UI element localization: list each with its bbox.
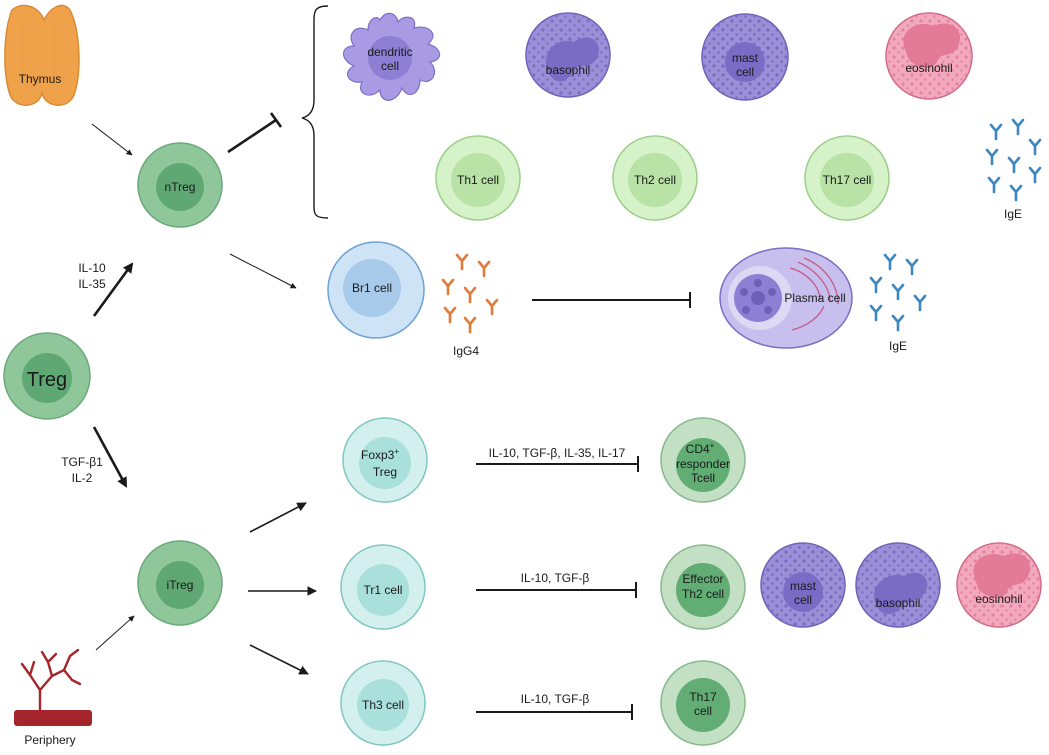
mast-top-label-1: mast xyxy=(732,51,759,65)
eosinophil-top-label: eosinohil xyxy=(905,61,952,75)
foxp3-superscript: + xyxy=(394,447,399,456)
ntreg-cytokine-2: IL-35 xyxy=(78,277,106,291)
eosinophil-bottom-label: eosinohil xyxy=(975,592,1022,606)
itreg-cytokine-1: TGF-β1 xyxy=(61,455,103,469)
ntreg-cell xyxy=(137,142,223,228)
mast-bottom-label-1: mast xyxy=(790,579,817,593)
thymus-label: Thymus xyxy=(19,72,62,86)
th1-label: Th1 cell xyxy=(457,173,499,187)
ige-mid-label: IgE xyxy=(889,339,907,353)
itreg-to-foxp3-arrow xyxy=(249,502,307,533)
treg-cell xyxy=(3,332,91,420)
foxp3-inhibition-cytokines: IL-10, TGF-β, IL-35, IL-17 xyxy=(489,446,626,460)
tr1-label: Tr1 cell xyxy=(364,583,403,597)
thymus-organ xyxy=(4,4,80,106)
periphery-vessel xyxy=(14,648,92,726)
igg4-antibodies xyxy=(441,253,499,334)
itreg-label: iTreg xyxy=(167,578,194,592)
br1-label: Br1 cell xyxy=(352,281,392,295)
target-cells-brace xyxy=(301,5,329,219)
br1-cell xyxy=(327,241,425,339)
foxp3-label-2: Treg xyxy=(373,465,397,479)
tr1-inhibition-cytokines: IL-10, TGF-β xyxy=(521,571,590,585)
treg-to-itreg-arrow xyxy=(92,426,128,488)
th3-cell xyxy=(340,660,426,746)
cd4-responder-cell xyxy=(660,417,746,503)
cd4-superscript: + xyxy=(710,441,715,450)
treg-to-ntreg-arrow xyxy=(92,262,134,317)
th2-cell xyxy=(612,135,698,221)
ntreg-label: nTreg xyxy=(165,180,196,194)
igg4-label: IgG4 xyxy=(453,344,479,358)
mast-top-label-2: cell xyxy=(736,65,754,79)
ntreg-inhibition-bar xyxy=(269,112,283,128)
tr1-cell xyxy=(340,544,426,630)
dendritic-cell xyxy=(342,12,441,101)
th2-label: Th2 cell xyxy=(634,173,676,187)
effector-label-2: Th2 cell xyxy=(682,587,724,601)
eosinophil-top xyxy=(885,12,973,100)
foxp3-treg-cell xyxy=(342,417,428,503)
plasma-label: Plasma cell xyxy=(784,291,845,305)
cd4-label-3: Tcell xyxy=(691,471,715,485)
th3-label: Th3 cell xyxy=(362,698,404,712)
thymus-to-ntreg-arrow xyxy=(91,123,133,156)
eosinophil-bottom xyxy=(956,542,1042,628)
dendritic-label-1: dendritic xyxy=(367,45,412,59)
itreg-cytokine-2: IL-2 xyxy=(72,471,93,485)
cd4-main: CD4 xyxy=(686,442,710,456)
foxp3-main: Foxp3 xyxy=(361,448,395,462)
cd4-label-1: CD4+ xyxy=(686,441,715,456)
dendritic-label-2: cell xyxy=(381,59,399,73)
itreg-to-th3-arrow xyxy=(249,644,309,675)
th17-bottom-label-1: Th17 xyxy=(689,690,717,704)
mast-bottom-label-2: cell xyxy=(794,593,812,607)
ige-top-label: IgE xyxy=(1004,207,1022,221)
mast-cell-bottom xyxy=(760,542,846,628)
th1-cell xyxy=(435,135,521,221)
periphery-to-itreg-arrow xyxy=(95,615,135,651)
basophil-top xyxy=(525,12,611,98)
plasma-cell xyxy=(719,247,853,349)
basophil-bottom-label: basophil xyxy=(876,596,921,610)
th17-top-label: Th17 cell xyxy=(823,173,872,187)
ntreg-cytokine-1: IL-10 xyxy=(78,261,106,275)
basophil-top-label: basophil xyxy=(546,63,591,77)
effector-th2-cell xyxy=(660,544,746,630)
ige-top-antibodies xyxy=(985,118,1042,202)
foxp3-label-1: Foxp3+ xyxy=(361,447,399,462)
treg-label: Treg xyxy=(27,369,67,391)
ntreg-inhibition-line xyxy=(227,118,277,154)
mast-cell-top xyxy=(701,13,789,101)
periphery-label: Periphery xyxy=(24,733,75,747)
th17-bottom-cell xyxy=(660,660,746,746)
th17-bottom-label-2: cell xyxy=(694,704,712,718)
basophil-bottom xyxy=(855,542,941,628)
cd4-label-2: responder xyxy=(676,457,730,471)
th17-top-cell xyxy=(804,135,890,221)
th3-inhibition-cytokines: IL-10, TGF-β xyxy=(521,692,590,706)
ntreg-to-br1-arrow xyxy=(229,253,297,289)
ige-mid-antibodies xyxy=(869,253,927,332)
itreg-cell xyxy=(137,540,223,626)
effector-label-1: Effector xyxy=(682,572,723,586)
